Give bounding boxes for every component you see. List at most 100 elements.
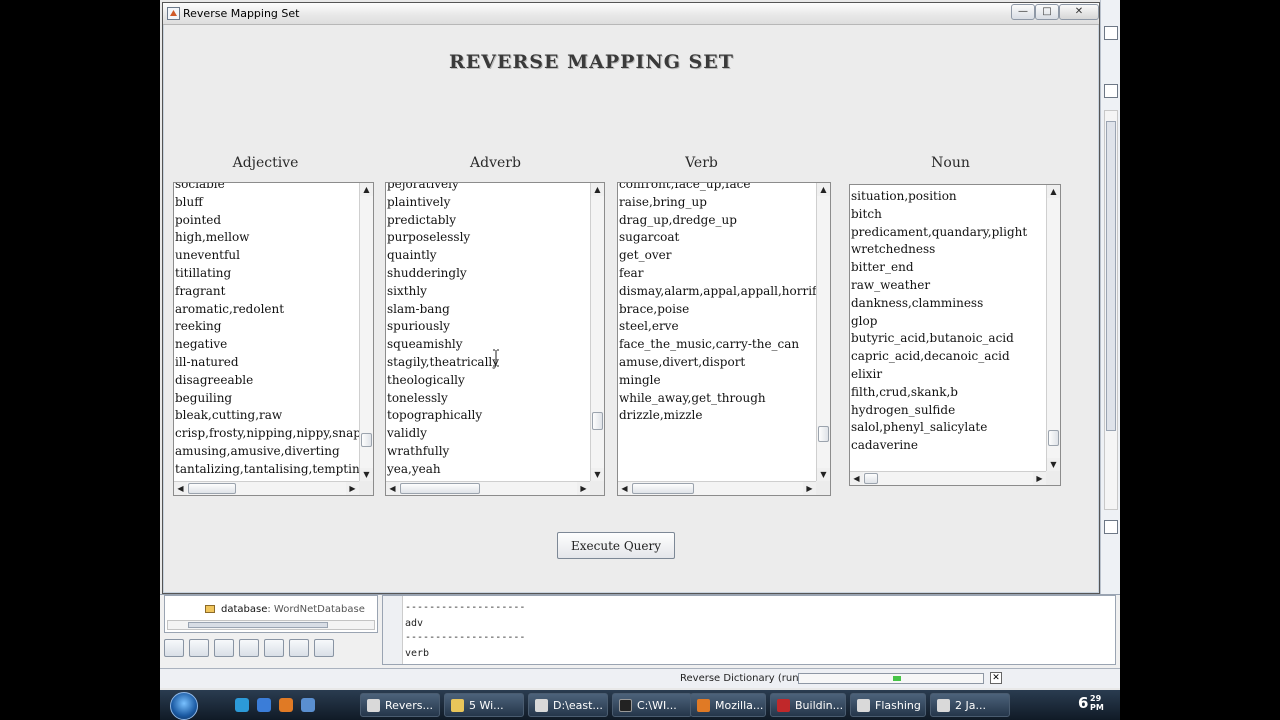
verb-hscroll-thumb[interactable]: [632, 483, 694, 494]
adjective-list-item[interactable]: uneventful: [175, 248, 240, 263]
noun-list-item[interactable]: butyric_acid,butanoic_acid: [851, 331, 1014, 346]
ide-panel-square[interactable]: [1104, 520, 1118, 534]
scroll-down-arrow[interactable]: ▼: [591, 468, 604, 481]
task-reverse-mapping[interactable]: Revers...: [360, 693, 440, 717]
noun-list-item[interactable]: capric_acid,decanoic_acid: [851, 349, 1010, 364]
adjective-horizontal-scrollbar[interactable]: ◀ ▶: [174, 481, 359, 495]
noun-list-item[interactable]: bitch: [851, 206, 882, 221]
noun-list-item[interactable]: predicament,quandary,plight: [851, 224, 1028, 239]
task-explorer[interactable]: 5 Wi...: [444, 693, 524, 717]
adjective-list-item[interactable]: disagreeable: [175, 372, 254, 387]
scroll-left-arrow[interactable]: ◀: [386, 482, 399, 495]
scroll-down-arrow[interactable]: ▼: [360, 468, 373, 481]
verb-list-item[interactable]: brace,poise: [619, 301, 690, 316]
quicklaunch-app-icon[interactable]: [301, 698, 315, 712]
noun-list[interactable]: situation,position bitch predicament,quand…: [849, 184, 1061, 486]
adverb-list-item[interactable]: shudderingly: [387, 265, 467, 280]
adjective-list-item[interactable]: beguiling: [175, 390, 233, 405]
adverb-list-item[interactable]: tonelessly: [387, 390, 448, 405]
noun-list-item[interactable]: wretchedness: [851, 242, 936, 257]
verb-vscroll-thumb[interactable]: [818, 426, 829, 443]
tool-icon-6[interactable]: [289, 639, 309, 657]
adverb-list-item[interactable]: topographically: [387, 408, 483, 423]
verb-list-item[interactable]: sugarcoat: [619, 230, 680, 245]
close-button[interactable]: ✕: [1059, 4, 1099, 20]
noun-list-item[interactable]: hydrogen_sulfide: [851, 402, 956, 417]
noun-horizontal-scrollbar[interactable]: ◀ ▶: [850, 471, 1046, 485]
verb-list-item[interactable]: drizzle,mizzle: [619, 408, 703, 423]
verb-list-item[interactable]: dismay,alarm,appal,appall,horrify: [619, 283, 816, 298]
adverb-list-item[interactable]: pejoratively: [387, 183, 459, 191]
verb-list-item[interactable]: fear: [619, 265, 644, 280]
quicklaunch-chrome-icon[interactable]: [235, 698, 249, 712]
adjective-vscroll-thumb[interactable]: [361, 433, 372, 448]
scroll-down-arrow[interactable]: ▼: [817, 468, 830, 481]
scroll-left-arrow[interactable]: ◀: [850, 472, 863, 485]
verb-list-item[interactable]: steel,erve: [619, 319, 679, 334]
adverb-list-item[interactable]: quaintly: [387, 248, 437, 263]
tool-icon-5[interactable]: [264, 639, 284, 657]
start-button[interactable]: [170, 692, 198, 720]
adverb-list-item[interactable]: spuriously: [387, 319, 450, 334]
tool-icon-7[interactable]: [314, 639, 334, 657]
noun-list-item[interactable]: situation,position: [851, 189, 957, 203]
scroll-up-arrow[interactable]: ▲: [591, 183, 604, 196]
verb-list-item[interactable]: mingle: [619, 372, 661, 387]
execute-query-button[interactable]: Execute Query: [557, 532, 675, 559]
noun-list-item[interactable]: elixir: [851, 366, 883, 381]
tool-icon-2[interactable]: [189, 639, 209, 657]
noun-list-item[interactable]: filth,crud,skank,b: [851, 384, 958, 399]
adverb-hscroll-thumb[interactable]: [400, 483, 480, 494]
scroll-right-arrow[interactable]: ▶: [577, 482, 590, 495]
adjective-list-item[interactable]: pointed: [175, 212, 222, 227]
verb-list-item[interactable]: raise,bring_up: [619, 194, 707, 209]
noun-vertical-scrollbar[interactable]: ▲ ▼: [1046, 185, 1060, 471]
cancel-run-icon[interactable]: ✕: [990, 672, 1002, 684]
task-java-group[interactable]: 2 Ja...: [930, 693, 1010, 717]
adverb-list-item[interactable]: wrathfully: [387, 443, 450, 458]
adjective-list-item[interactable]: reeking: [175, 319, 222, 334]
tree-horizontal-scrollbar[interactable]: [167, 620, 375, 630]
adverb-list-item[interactable]: yea,yeah: [387, 461, 441, 476]
adverb-list-item[interactable]: sixthly: [387, 283, 427, 298]
task-building-pdf[interactable]: Buildin...: [770, 693, 846, 717]
adjective-list-item[interactable]: bleak,cutting,raw: [175, 408, 283, 423]
ide-scroll-thumb[interactable]: [1106, 121, 1116, 431]
noun-list-item[interactable]: cadaverine: [851, 438, 918, 453]
verb-list-item[interactable]: confront,face_up,face: [619, 183, 751, 191]
adverb-list-item[interactable]: theologically: [387, 372, 465, 387]
adjective-list-item[interactable]: ill-natured: [175, 354, 239, 369]
noun-hscroll-thumb[interactable]: [864, 473, 878, 484]
adverb-list-item[interactable]: slam-bang: [387, 301, 450, 316]
adjective-list-item[interactable]: amusing,amusive,diverting: [175, 443, 340, 458]
scroll-left-arrow[interactable]: ◀: [618, 482, 631, 495]
ide-panel-square[interactable]: [1104, 84, 1118, 98]
minimize-button[interactable]: —: [1011, 4, 1035, 20]
verb-list-item[interactable]: while_away,get_through: [619, 390, 766, 405]
scroll-right-arrow[interactable]: ▶: [346, 482, 359, 495]
verb-list-item[interactable]: face_the_music,carry-the_can: [619, 337, 800, 352]
scroll-down-arrow[interactable]: ▼: [1047, 458, 1060, 471]
scroll-right-arrow[interactable]: ▶: [803, 482, 816, 495]
task-folder-d[interactable]: D:\east...: [528, 693, 608, 717]
task-cmd[interactable]: C:\WI...: [612, 693, 692, 717]
maximize-button[interactable]: □: [1035, 4, 1059, 20]
scroll-up-arrow[interactable]: ▲: [1047, 185, 1060, 198]
tool-icon-1[interactable]: [164, 639, 184, 657]
adjective-vertical-scrollbar[interactable]: ▲ ▼: [359, 183, 373, 481]
adverb-horizontal-scrollbar[interactable]: ◀ ▶: [386, 481, 590, 495]
adjective-list-item[interactable]: titillating: [175, 265, 232, 280]
window-titlebar[interactable]: Reverse Mapping Set — □ ✕: [163, 3, 1099, 25]
noun-list-item[interactable]: dankness,clamminess: [851, 295, 984, 310]
noun-list-item[interactable]: raw_weather: [851, 277, 931, 292]
adjective-list-item[interactable]: sociable: [175, 183, 225, 191]
adverb-list-item[interactable]: purposelessly: [387, 230, 471, 245]
adverb-list-item[interactable]: validly: [387, 426, 427, 441]
ide-panel-square[interactable]: [1104, 26, 1118, 40]
tree-node-database[interactable]: database: WordNetDatabase: [205, 604, 365, 615]
verb-list-item[interactable]: drag_up,dredge_up: [619, 212, 737, 227]
scroll-up-arrow[interactable]: ▲: [817, 183, 830, 196]
scroll-up-arrow[interactable]: ▲: [360, 183, 373, 196]
tree-scroll-thumb[interactable]: [188, 622, 328, 628]
